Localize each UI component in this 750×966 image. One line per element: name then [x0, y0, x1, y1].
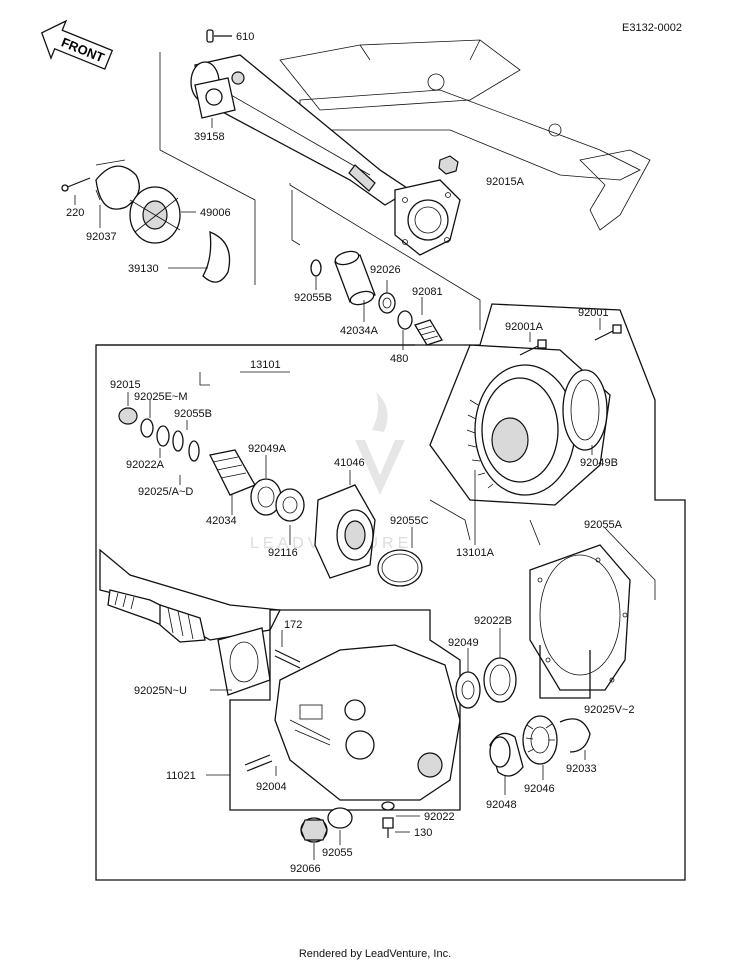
- label-92022: 92022: [424, 811, 455, 823]
- label-13101: 13101: [250, 359, 281, 371]
- diagram-code: E3132-0002: [622, 22, 682, 34]
- pin-610: [206, 29, 214, 43]
- stud-92004: [244, 754, 273, 772]
- bearing-92116: [275, 488, 305, 522]
- label-92055c: 92055C: [390, 515, 429, 527]
- label-92049a: 92049A: [248, 443, 287, 455]
- shim-92025a-d: [188, 440, 200, 462]
- label-92037: 92037: [86, 231, 117, 243]
- label-92001a: 92001A: [505, 321, 544, 333]
- label-92055: 92055: [322, 847, 353, 859]
- circlip-480: [397, 310, 413, 330]
- label-92025a-d: 92025/A~D: [138, 486, 193, 498]
- label-92048: 92048: [486, 799, 517, 811]
- ring-gear-assembly: [429, 344, 611, 506]
- label-92026: 92026: [370, 264, 401, 276]
- label-92055a: 92055A: [584, 519, 623, 531]
- label-92004: 92004: [256, 781, 287, 793]
- label-92015: 92015: [110, 379, 141, 391]
- label-92022a: 92022A: [126, 459, 165, 471]
- label-42034a: 42034A: [340, 325, 379, 337]
- label-220: 220: [66, 207, 84, 219]
- cover-gasket-92055a: [529, 544, 631, 691]
- bearing-92049: [455, 671, 481, 709]
- o-ring-92055b: [172, 430, 184, 452]
- bearing-housing-41046: [314, 484, 376, 579]
- bearing-92049a: [250, 478, 282, 516]
- label-42034: 42034: [206, 515, 237, 527]
- o-ring-92055b-top: [310, 259, 322, 277]
- o-ring-92055c: [377, 549, 423, 587]
- boot-49006: [129, 186, 181, 244]
- spring-92081: [414, 319, 443, 346]
- front-arrow: FRONT: [40, 19, 114, 70]
- clamp-92037: [95, 159, 140, 210]
- label-610: 610: [236, 31, 254, 43]
- final-drive-housing-11021: [274, 644, 461, 801]
- nut-92015: [118, 407, 138, 425]
- gasket-92025n-u: [217, 627, 271, 696]
- label-92055b-top: 92055B: [294, 292, 332, 304]
- label-92049: 92049: [448, 637, 479, 649]
- shim-92025e-m: [156, 425, 170, 447]
- label-92055b: 92055B: [174, 408, 212, 420]
- washer-92022a: [140, 418, 154, 438]
- label-41046: 41046: [334, 457, 365, 469]
- label-92081: 92081: [412, 286, 443, 298]
- coupling-42034: [209, 449, 256, 496]
- universal-joint-39158: [194, 77, 236, 119]
- label-480: 480: [390, 353, 408, 365]
- label-49006: 49006: [200, 207, 231, 219]
- washer-92022: [381, 801, 395, 811]
- shim-92022b: [483, 657, 517, 703]
- label-92025e-m: 92025E~M: [134, 391, 188, 403]
- o-ring-92055: [327, 807, 353, 829]
- label-92022b: 92022B: [474, 615, 512, 627]
- label-92025n-u: 92025N~U: [134, 685, 187, 697]
- footer-credit: Rendered by LeadVenture, Inc.: [298, 948, 452, 960]
- label-92066: 92066: [290, 863, 321, 875]
- bearing-race-92048: [489, 732, 524, 777]
- bolt-130: [382, 817, 394, 838]
- stud-172: [274, 649, 301, 669]
- circlip-39130: [202, 230, 231, 283]
- label-11021: 11021: [166, 770, 196, 782]
- label-39130: 39130: [128, 263, 159, 275]
- pinion-gear: [107, 589, 206, 643]
- roller-bearing-92046: [522, 715, 558, 765]
- label-39158: 39158: [194, 131, 225, 143]
- washer-92026: [378, 292, 396, 314]
- part-labels: 610 39158 92015A 220 92037 49006 39130 9…: [66, 31, 634, 875]
- bolt-92001a: [519, 339, 547, 356]
- assembly-frame: [95, 303, 686, 881]
- label-92015a: 92015A: [486, 176, 525, 188]
- label-92116: 92116: [268, 547, 298, 559]
- label-13101a: 13101A: [456, 547, 495, 559]
- bolt-92001: [594, 324, 622, 341]
- label-92046: 92046: [524, 783, 555, 795]
- circlip-92033: [559, 718, 591, 753]
- label-172: 172: [284, 619, 302, 631]
- label-92049b: 92049B: [580, 457, 618, 469]
- spacer-42034a: [334, 250, 376, 306]
- drain-plug-92066: [300, 817, 328, 843]
- label-92033: 92033: [566, 763, 597, 775]
- label-92001: 92001: [578, 307, 609, 319]
- swingarm-assembly: [190, 39, 651, 256]
- label-92025v-2: 92025V~2: [584, 704, 634, 716]
- label-130: 130: [414, 827, 432, 839]
- bolt-220: [61, 177, 91, 192]
